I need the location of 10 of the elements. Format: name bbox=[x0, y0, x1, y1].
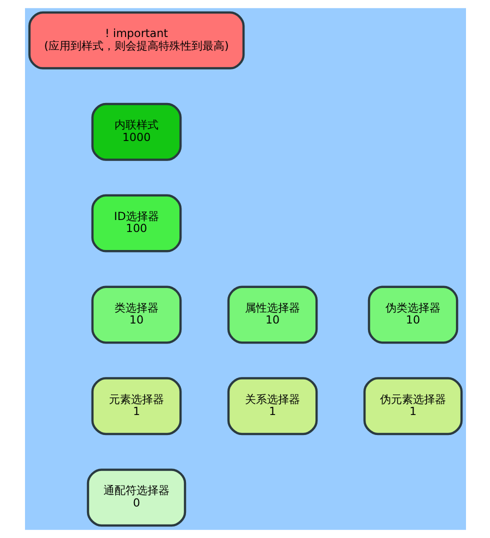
node-box: 伪元素选择器 1 bbox=[362, 377, 462, 436]
node-box: 类选择器 10 bbox=[90, 286, 182, 344]
node-box: 属性选择器 10 bbox=[226, 286, 318, 344]
node-box: 通配符选择器 0 bbox=[86, 468, 186, 527]
node-box: ! important (应用到样式，则会提高特殊性到最高) bbox=[28, 11, 244, 70]
node-box: 关系选择器 1 bbox=[226, 377, 318, 436]
node-box: 伪类选择器 10 bbox=[367, 286, 458, 344]
node-box: 元素选择器 1 bbox=[90, 377, 182, 436]
node-box: 内联样式 1000 bbox=[90, 102, 182, 161]
node-box: ID选择器 100 bbox=[90, 194, 182, 252]
